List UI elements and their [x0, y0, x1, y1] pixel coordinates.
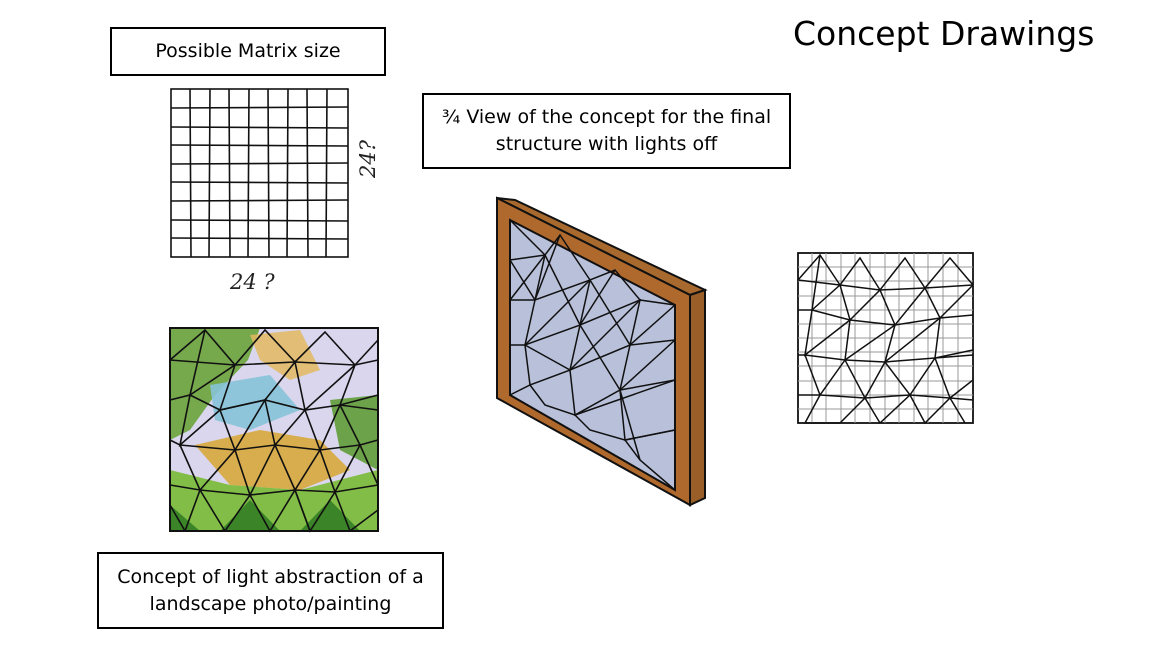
landscape-concept-label: Concept of light abstraction of a landsc… [97, 552, 444, 629]
page-title: Concept Drawings [793, 14, 1095, 53]
landscape-concept-line-1: Concept of light abstraction of a [117, 565, 424, 588]
landscape-abstraction-sketch [169, 327, 379, 533]
cols-annotation: 24 ? [230, 270, 275, 294]
matrix-grid-sketch [170, 88, 349, 258]
three-quarter-view-line-1: ¾ View of the concept for the final [441, 106, 772, 128]
three-quarter-view-line-2: structure with lights off [495, 133, 718, 155]
three-quarter-view-label: ¾ View of the concept for the final stru… [422, 93, 791, 169]
matrix-size-text: Possible Matrix size [155, 40, 341, 62]
three-quarter-panel-sketch [496, 196, 708, 507]
landscape-concept-line-2: landscape photo/painting [149, 592, 392, 615]
grid-triangle-overlay-sketch [797, 252, 974, 425]
matrix-size-label: Possible Matrix size [110, 27, 386, 76]
